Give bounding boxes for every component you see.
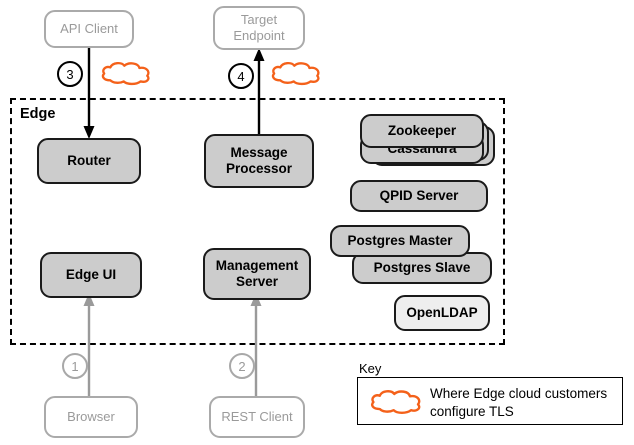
- node-api-client-label: API Client: [60, 21, 118, 37]
- node-postgres-master[interactable]: Postgres Master: [330, 225, 470, 257]
- key-legend-box: [357, 377, 623, 425]
- step-badge-4-label: 4: [237, 68, 245, 84]
- node-router[interactable]: Router: [37, 138, 141, 184]
- key-entry-text: Where Edge cloud customers configure TLS: [430, 385, 630, 421]
- key-tls-cloud-icon: [367, 387, 425, 416]
- node-qpid-server[interactable]: QPID Server: [350, 180, 488, 212]
- node-target-endpoint-label-line2: Endpoint: [233, 28, 285, 43]
- connector-api-client-to-router: [82, 48, 96, 140]
- key-entry-line1: Where Edge cloud customers: [430, 386, 608, 401]
- step-badge-2-label: 2: [238, 358, 246, 374]
- tls-cloud-icon-step-3: [98, 59, 154, 87]
- node-edge-ui[interactable]: Edge UI: [40, 252, 142, 298]
- node-edge-ui-label: Edge UI: [65, 266, 117, 282]
- node-message-processor-label-line2: Processor: [225, 161, 293, 176]
- node-zookeeper-label: Zookeeper: [387, 122, 457, 138]
- node-target-endpoint[interactable]: Target Endpoint: [213, 6, 305, 50]
- node-postgres-slave[interactable]: Postgres Slave: [352, 252, 492, 284]
- step-badge-4: 4: [228, 63, 254, 89]
- node-message-processor-label-line1: Message: [230, 144, 288, 160]
- tls-cloud-icon-step-4: [268, 59, 324, 87]
- node-postgres-master-label: Postgres Master: [347, 232, 453, 248]
- node-openldap[interactable]: OpenLDAP: [394, 295, 490, 331]
- node-management-server-label-line1: Management: [215, 257, 299, 273]
- edge-zone-label: Edge: [20, 106, 56, 122]
- step-badge-1: 1: [62, 353, 88, 379]
- node-rest-client-label: REST Client: [221, 409, 293, 425]
- edge-zone-container: [10, 98, 505, 345]
- node-target-endpoint-label-line1: Target: [240, 12, 278, 28]
- node-message-processor[interactable]: Message Processor: [204, 134, 314, 188]
- node-management-server[interactable]: Management Server: [203, 248, 311, 300]
- step-badge-1-label: 1: [71, 358, 79, 374]
- node-browser-label: Browser: [67, 409, 115, 425]
- node-zookeeper[interactable]: Zookeeper: [360, 114, 484, 148]
- key-title: Key: [359, 361, 382, 376]
- step-badge-3: 3: [57, 61, 83, 87]
- key-entry-line2: configure TLS: [430, 404, 514, 420]
- node-postgres-slave-label: Postgres Slave: [373, 259, 471, 275]
- connector-rest-client-to-management-server: [249, 292, 263, 399]
- connector-message-processor-to-target-endpoint: [252, 47, 266, 144]
- node-qpid-server-label: QPID Server: [379, 187, 459, 203]
- node-api-client[interactable]: API Client: [44, 10, 134, 48]
- step-badge-3-label: 3: [66, 66, 74, 82]
- node-rest-client[interactable]: REST Client: [209, 396, 305, 438]
- connector-browser-to-edge-ui: [82, 292, 96, 399]
- node-management-server-label-line2: Server: [235, 274, 279, 289]
- node-router-label: Router: [67, 152, 111, 168]
- node-openldap-label: OpenLDAP: [406, 304, 478, 320]
- step-badge-2: 2: [229, 353, 255, 379]
- node-browser[interactable]: Browser: [44, 396, 138, 438]
